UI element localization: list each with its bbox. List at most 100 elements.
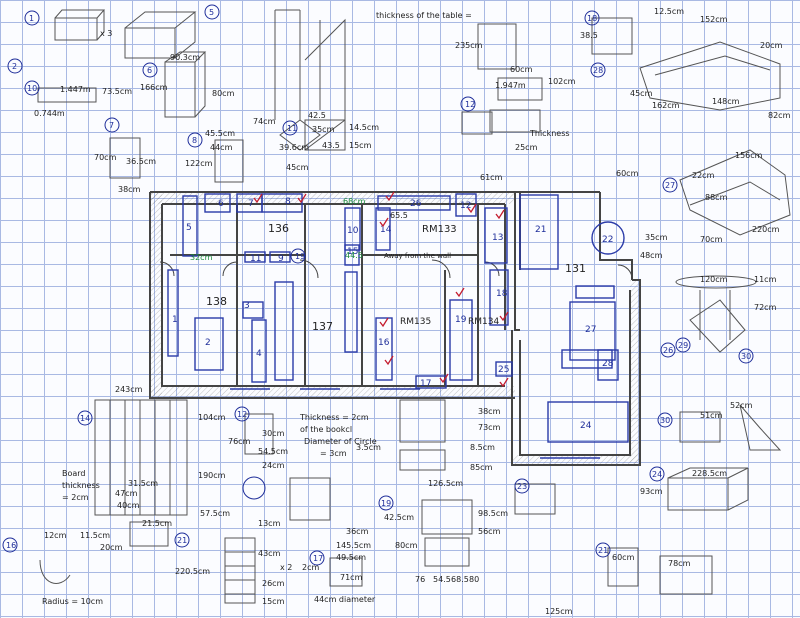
- svg-text:15cm: 15cm: [262, 597, 285, 606]
- svg-text:78cm: 78cm: [668, 559, 691, 568]
- svg-text:15: 15: [347, 247, 358, 257]
- room-rm135: RM135: [400, 317, 431, 327]
- svg-text:73.5cm: 73.5cm: [102, 87, 132, 96]
- svg-text:19: 19: [381, 499, 391, 508]
- furniture-sketches: [37, 9, 791, 604]
- svg-text:35cm: 35cm: [312, 125, 335, 134]
- svg-text:220cm: 220cm: [752, 225, 780, 234]
- svg-text:80: 80: [469, 575, 479, 584]
- svg-text:of the bookcl: of the bookcl: [300, 425, 352, 434]
- svg-text:15cm: 15cm: [349, 141, 372, 150]
- svg-text:30: 30: [741, 352, 751, 361]
- svg-text:12: 12: [465, 100, 475, 109]
- svg-text:16: 16: [6, 541, 16, 550]
- svg-text:25cm: 25cm: [515, 143, 538, 152]
- room-rm133: RM133: [422, 224, 457, 235]
- svg-text:29: 29: [678, 341, 688, 350]
- svg-text:28: 28: [602, 359, 614, 369]
- check-marks: [253, 191, 509, 388]
- svg-text:26: 26: [410, 199, 422, 209]
- svg-text:24: 24: [652, 470, 662, 479]
- svg-text:17: 17: [313, 554, 323, 563]
- svg-text:19: 19: [455, 315, 467, 325]
- svg-text:12cm: 12cm: [44, 531, 67, 540]
- room-137: 137: [312, 320, 333, 333]
- svg-text:85cm: 85cm: [470, 463, 493, 472]
- svg-text:51cm: 51cm: [700, 411, 723, 420]
- svg-text:54.5: 54.5: [433, 575, 451, 584]
- svg-text:31.5cm: 31.5cm: [128, 479, 158, 488]
- svg-text:71cm: 71cm: [340, 573, 363, 582]
- windows: [230, 388, 600, 459]
- svg-text:Board: Board: [62, 469, 86, 478]
- svg-text:24: 24: [580, 421, 592, 431]
- svg-text:2: 2: [205, 338, 211, 348]
- svg-text:20cm: 20cm: [760, 41, 783, 50]
- svg-text:26cm: 26cm: [262, 579, 285, 588]
- svg-text:76: 76: [415, 575, 425, 584]
- svg-text:45.5cm: 45.5cm: [205, 129, 235, 138]
- plan-item-numbers: 5 6 7 8 9 11 10 26 12 13 21 22 15 14 2 3…: [172, 197, 614, 431]
- svg-text:54.5cm: 54.5cm: [258, 447, 288, 456]
- svg-text:11cm: 11cm: [754, 275, 777, 284]
- svg-text:47cm: 47cm: [115, 489, 138, 498]
- svg-text:12: 12: [237, 410, 247, 419]
- svg-text:11: 11: [250, 254, 261, 264]
- svg-text:42.5cm: 42.5cm: [384, 513, 414, 522]
- svg-text:93cm: 93cm: [640, 487, 663, 496]
- svg-text:23: 23: [517, 482, 527, 491]
- svg-text:72cm: 72cm: [754, 303, 777, 312]
- svg-text:19: 19: [295, 252, 305, 261]
- svg-text:8.5cm: 8.5cm: [470, 443, 495, 452]
- svg-text:44.5: 44.5: [345, 251, 363, 260]
- svg-text:27: 27: [665, 181, 675, 190]
- item-marker-numbers: 1 2 10 6 5 7 8 11 12 18 28 27 26 29 30 3…: [6, 8, 751, 563]
- svg-text:13cm: 13cm: [258, 519, 281, 528]
- svg-text:190cm: 190cm: [198, 471, 226, 480]
- svg-text:120cm: 120cm: [700, 275, 728, 284]
- svg-text:74cm: 74cm: [253, 117, 276, 126]
- room-138: 138: [206, 295, 227, 308]
- door-swings: [159, 259, 633, 280]
- svg-text:57.5cm: 57.5cm: [200, 509, 230, 518]
- svg-text:8: 8: [285, 197, 291, 207]
- svg-text:70cm: 70cm: [700, 235, 723, 244]
- svg-text:7: 7: [109, 121, 114, 130]
- svg-text:18: 18: [496, 289, 508, 299]
- svg-text:= 2cm: = 2cm: [62, 493, 89, 502]
- svg-text:1.947m: 1.947m: [495, 81, 526, 90]
- svg-text:80cm: 80cm: [395, 541, 418, 550]
- svg-text:152cm: 152cm: [700, 15, 728, 24]
- svg-text:40cm: 40cm: [117, 501, 140, 510]
- svg-text:126.5cm: 126.5cm: [428, 479, 463, 488]
- svg-text:25: 25: [498, 365, 509, 375]
- svg-text:44cm: 44cm: [210, 143, 233, 152]
- svg-text:98.5cm: 98.5cm: [478, 509, 508, 518]
- svg-text:6: 6: [218, 199, 224, 209]
- svg-text:52cm: 52cm: [730, 401, 753, 410]
- svg-text:68cm: 68cm: [343, 197, 366, 206]
- svg-text:1: 1: [172, 315, 178, 325]
- svg-text:Thickness: Thickness: [529, 129, 570, 138]
- svg-text:38.5: 38.5: [580, 31, 598, 40]
- svg-text:12: 12: [460, 201, 471, 211]
- svg-text:4: 4: [256, 349, 262, 359]
- room-136: 136: [268, 222, 289, 235]
- svg-text:30cm: 30cm: [262, 429, 285, 438]
- dimension-labels: 1.447m 0.744m 73.5cm 90.3cm 166cm 80cm 7…: [34, 7, 791, 616]
- svg-text:22: 22: [602, 235, 613, 245]
- svg-text:65.5: 65.5: [390, 211, 408, 220]
- svg-text:21: 21: [177, 536, 187, 545]
- svg-text:38cm: 38cm: [118, 185, 141, 194]
- svg-text:148cm: 148cm: [712, 97, 740, 106]
- svg-text:5: 5: [209, 8, 214, 17]
- svg-text:60cm: 60cm: [612, 553, 635, 562]
- svg-text:14: 14: [80, 414, 90, 423]
- svg-text:7: 7: [248, 199, 254, 209]
- svg-text:45cm: 45cm: [286, 163, 309, 172]
- svg-text:2cm: 2cm: [302, 563, 319, 572]
- svg-text:122cm: 122cm: [185, 159, 213, 168]
- svg-text:14.5cm: 14.5cm: [349, 123, 379, 132]
- svg-text:Thickness = 2cm: Thickness = 2cm: [299, 413, 369, 422]
- room-rm134: RM134: [468, 317, 499, 327]
